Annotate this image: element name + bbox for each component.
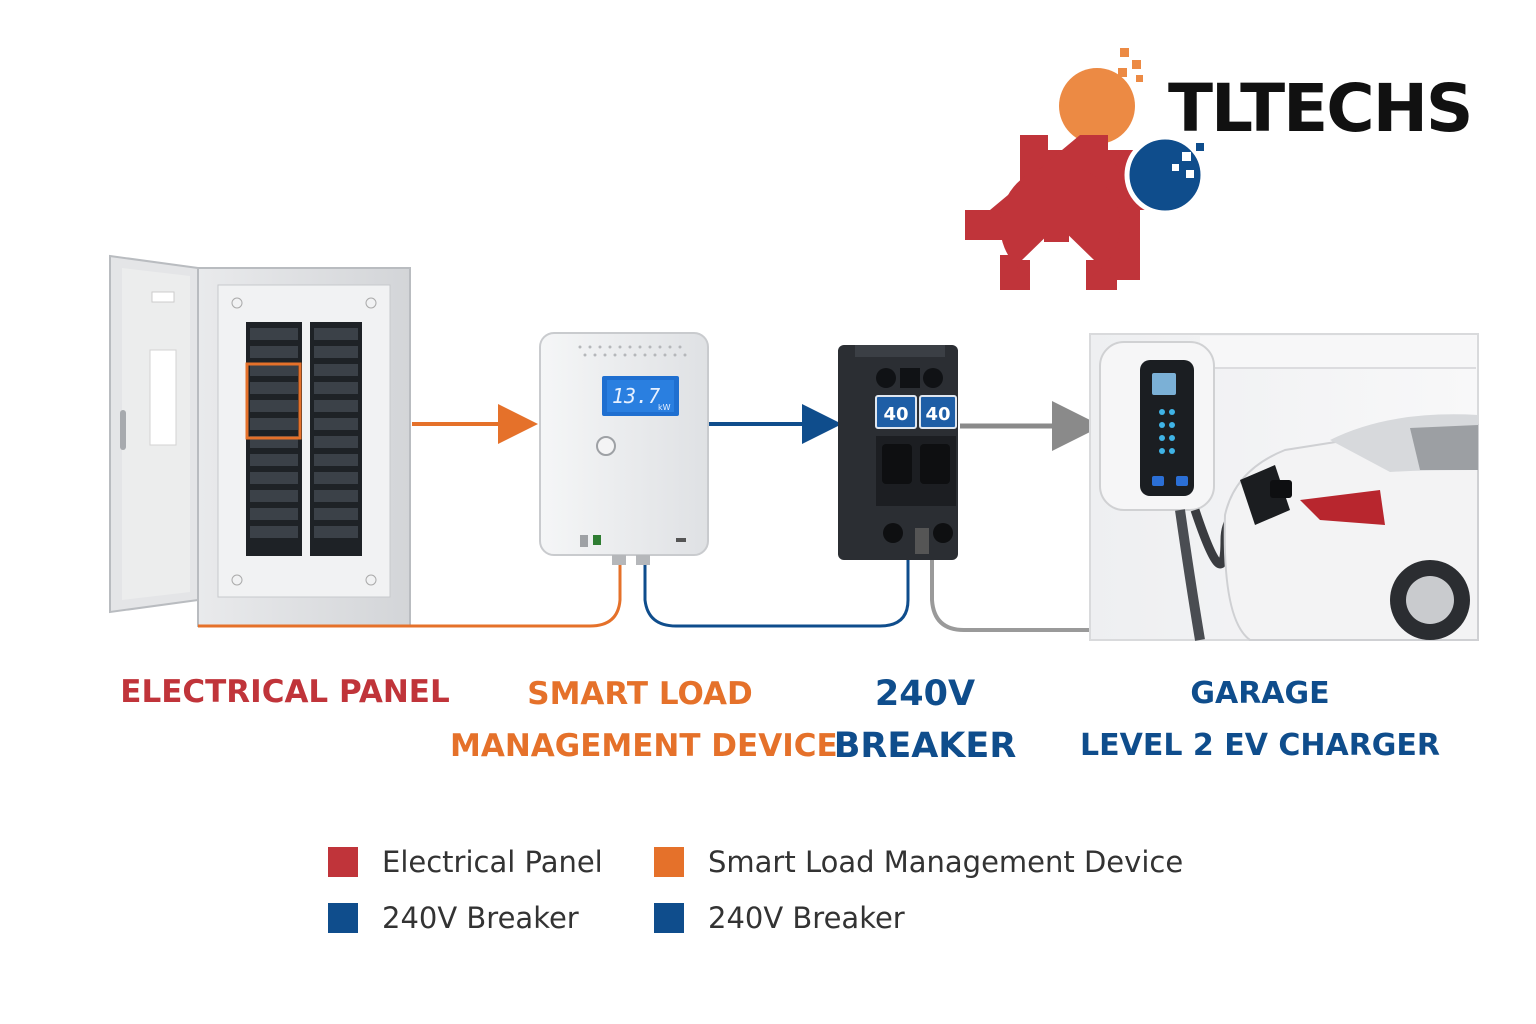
legend-item-240v-breaker: 240V Breaker [328, 898, 579, 938]
device-display-unit: kW [658, 403, 671, 412]
wire-panel-to-device [198, 562, 622, 628]
legend-item-240v-breaker-2: 240V Breaker [654, 898, 905, 938]
legend-item-electrical-panel: Electrical Panel [328, 842, 603, 882]
garage-illustration [1089, 333, 1479, 641]
label-garage-ev-charger: GARAGE LEVEL 2 EV CHARGER [1080, 668, 1440, 772]
logo-orange-circle [1059, 68, 1135, 144]
label-smart-load-line2: MANAGEMENT DEVICE [450, 728, 838, 764]
house-window-icon [1044, 220, 1066, 242]
legend-label: 240V Breaker [382, 901, 579, 935]
legend-swatch-blue [328, 903, 358, 933]
label-breaker-line2: BREAKER [833, 726, 1017, 766]
logo-graphic [965, 48, 1206, 300]
label-smart-load-device: SMART LOAD MANAGEMENT DEVICE [450, 668, 838, 772]
legend-label: 240V Breaker [708, 901, 905, 935]
label-electrical-panel: ELECTRICAL PANEL [100, 666, 470, 718]
legend-swatch-orange [654, 847, 684, 877]
wiring-diagram: 13.7 kW 40 40 [109, 254, 1479, 641]
legend-item-smart-load-device: Smart Load Management Device [654, 842, 1183, 882]
label-breaker-line1: 240V [874, 674, 976, 714]
wire-device-to-breaker [643, 555, 910, 628]
label-smart-load-line1: SMART LOAD [527, 676, 753, 712]
smart-load-device-illustration: 13.7 kW [539, 332, 709, 565]
tltechs-logo: TLTECHS [960, 40, 1480, 300]
brand-name: TLTECHS [1168, 70, 1473, 147]
label-electrical-panel-line1: ELECTRICAL PANEL [120, 674, 450, 710]
device-button-icon [596, 436, 616, 456]
label-garage-line2: LEVEL 2 EV CHARGER [1080, 728, 1441, 763]
breaker-illustration: 40 40 [838, 345, 958, 560]
legend-label: Smart Load Management Device [708, 845, 1184, 879]
legend-swatch-red [328, 847, 358, 877]
breaker-left-rating: 40 [883, 404, 908, 425]
legend-swatch-blue [654, 903, 684, 933]
label-garage-line1: GARAGE [1190, 676, 1330, 711]
legend-label: Electrical Panel [382, 845, 603, 879]
device-display-value: 13.7 [612, 384, 660, 408]
electrical-panel-illustration [109, 254, 411, 627]
breaker-right-rating: 40 [925, 404, 950, 425]
label-240v-breaker: 240V BREAKER [830, 668, 1020, 772]
